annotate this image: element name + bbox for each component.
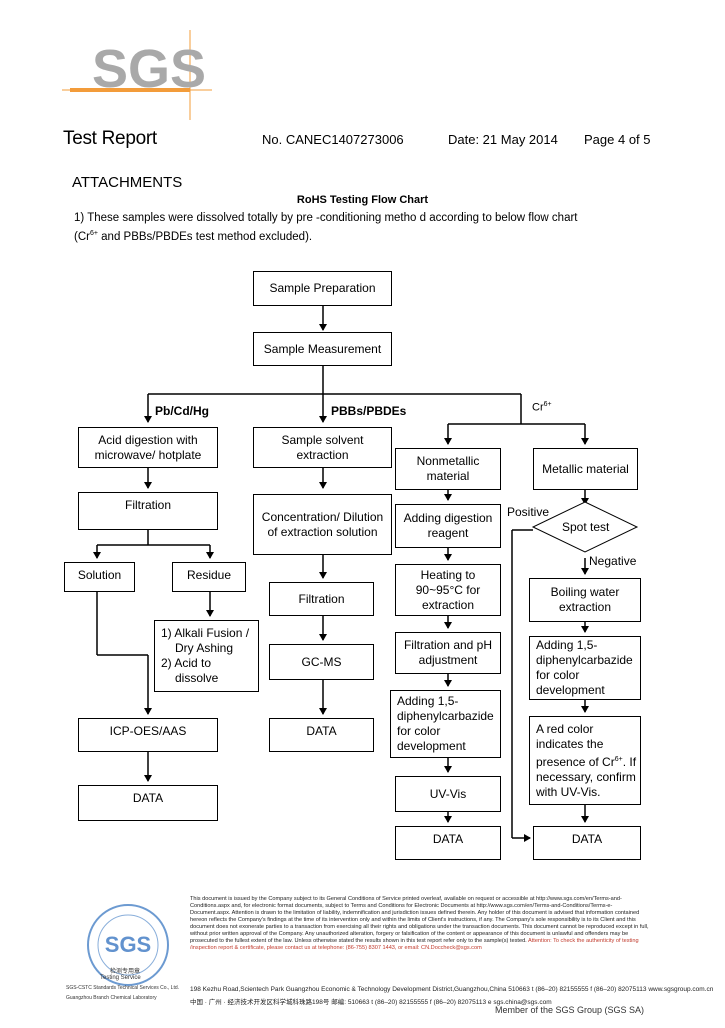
heating-box: Heating to 90~95°C for extraction: [395, 564, 501, 616]
seal-line-3: SGS-CSTC Standards Technical Services Co…: [66, 985, 180, 991]
concentration-box: Concentration/ Dilution of extraction so…: [253, 494, 392, 555]
branch-label-cr: Cr6+: [532, 401, 552, 414]
footer-attention: Attention: To check the authenticity of …: [190, 938, 639, 951]
report-number: No. CANEC1407273006: [262, 132, 404, 147]
sample-preparation-box: Sample Preparation: [253, 271, 392, 306]
branch-label-pb: Pb/Cd/Hg: [155, 404, 209, 418]
acid-digestion-box: Acid digestion with microwave/ hotplate: [78, 427, 218, 468]
negative-label: Negative: [589, 554, 637, 568]
residue-box: Residue: [172, 562, 246, 592]
testing-service-seal: SGS: [66, 900, 190, 1000]
metal-dpc-box: Adding 1,5-diphenylcarbazide for color d…: [529, 636, 641, 700]
alkali-fusion-box: 1) Alkali Fusion / Dry Ashing 2) Acid to…: [154, 620, 259, 692]
footer-address-en: 198 Kezhu Road,Scientech Park Guangzhou …: [190, 986, 714, 993]
boiling-water-box: Boiling water extraction: [529, 578, 641, 622]
solvent-extraction-box: Sample solvent extraction: [253, 427, 392, 468]
filtration-ph-box: Filtration and pH adjustment: [395, 632, 501, 674]
icp-oes-aas-box: ICP-OES/AAS: [78, 718, 218, 752]
branch-label-pbb: PBBs/PBDEs: [331, 404, 407, 418]
flow-chart-title: RoHS Testing Flow Chart: [296, 194, 429, 206]
member-note: Member of the SGS Group (SGS SA): [495, 1005, 645, 1015]
positive-label: Positive: [507, 505, 550, 519]
solution-box: Solution: [64, 562, 135, 592]
sgs-logo: SGS: [62, 30, 212, 120]
pbb-data-box: DATA: [269, 718, 374, 752]
sample-measurement-box: Sample Measurement: [253, 332, 392, 366]
seal-line-2: Testing Service: [100, 975, 141, 981]
nonmetallic-material-box: Nonmetallic material: [395, 448, 501, 490]
seal-line-1: 检测专用章: [110, 969, 141, 975]
gc-ms-box: GC-MS: [269, 644, 374, 680]
pb-data-box: DATA: [78, 785, 218, 821]
nonmetal-dpc-box: Adding 1,5-diphenylcarbazide for color d…: [390, 690, 501, 758]
uv-vis-box: UV-Vis: [395, 776, 501, 812]
seal-line-4: Guangzhou Branch Chemical Laboratory: [66, 995, 157, 1001]
page-number: Page 4 of 5: [584, 132, 651, 147]
pbb-filtration-box: Filtration: [269, 582, 374, 616]
intro-text: 1) These samples were dissolved totally …: [74, 211, 578, 245]
pb-filtration-box: Filtration: [78, 492, 218, 530]
adding-digestion-box: Adding digestion reagent: [395, 504, 501, 548]
red-color-box: A red color indicates the presence of Cr…: [529, 716, 641, 805]
svg-text:SGS: SGS: [105, 932, 151, 957]
footer-disclaimer: This document is issued by the Company s…: [190, 896, 649, 951]
footer-address-cn: 中国 · 广州 · 经济技术开发区科学城科珠路198号 邮编: 510663 t…: [190, 999, 552, 1006]
nonmetal-data-box: DATA: [395, 826, 501, 860]
svg-text:SGS: SGS: [92, 39, 206, 99]
report-date: Date: 21 May 2014: [448, 132, 558, 147]
metal-data-box: DATA: [533, 826, 641, 860]
metallic-material-box: Metallic material: [533, 448, 638, 490]
intro-line-2: (Cr6+ and PBBs/PBDEs test method exclude…: [74, 230, 313, 243]
intro-line-1: 1) These samples were dissolved totally …: [74, 212, 578, 224]
section-heading: ATTACHMENTS: [72, 174, 183, 191]
spot-test-diamond: [531, 501, 639, 553]
spot-test-label: Spot test: [562, 520, 610, 534]
report-title: Test Report: [63, 128, 157, 149]
